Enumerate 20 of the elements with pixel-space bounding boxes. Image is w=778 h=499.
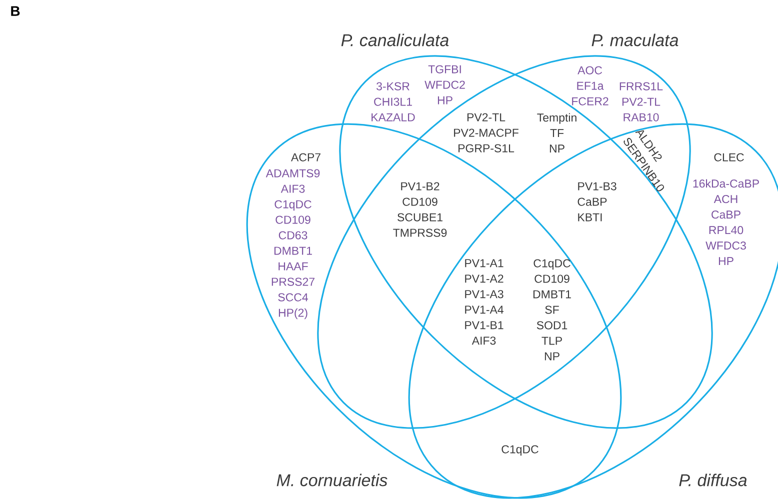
panel-letter: B [11, 6, 20, 16]
gene-list: ACP7 [291, 153, 320, 162]
gene-list: PV1-B2 CD109 SCUBE1 TMPRSS9 [393, 182, 447, 237]
gene-list: PV1-A1 PV1-A2 PV1-A3 PV1-A4 PV1-B1 AIF3 [465, 259, 504, 345]
gene-list: Temptin TF NP [537, 113, 576, 153]
gene-list: ADAMTS9 AIF3 C1qDC CD109 CD63 DMBT1 HAAF PRSS27 SCC4 HP(2) [266, 169, 320, 320]
gene-list: PV2-TL PV2-MACPF PGRP-S1L [454, 113, 518, 152]
set-label: P. diffusa [679, 474, 747, 486]
gene-list: TGFBI WFDC2 HP [424, 65, 465, 104]
gene-list: 3-KSR CHI3L1 KAZALD [372, 82, 415, 122]
gene-list: PV1-B3 CaBP KBTI [578, 182, 616, 222]
set-label: M. cornuarietis [276, 474, 388, 486]
gene-list: FRRS1L PV2-TL RAB10 [620, 82, 663, 122]
set-label: P. maculata [592, 34, 678, 46]
gene-list: 16kDa-CaBP ACH CaBP RPL40 WFDC3 HP [693, 179, 759, 266]
gene-list: C1qDC CD109 DMBT1 SF SOD1 TLP NP [533, 259, 571, 360]
gene-list: CLEC [714, 153, 744, 162]
set-label: P. canaliculata [341, 34, 449, 46]
gene-list: AOC EF1a FCER2 [572, 66, 608, 106]
gene-list: C1qDC [502, 445, 538, 456]
